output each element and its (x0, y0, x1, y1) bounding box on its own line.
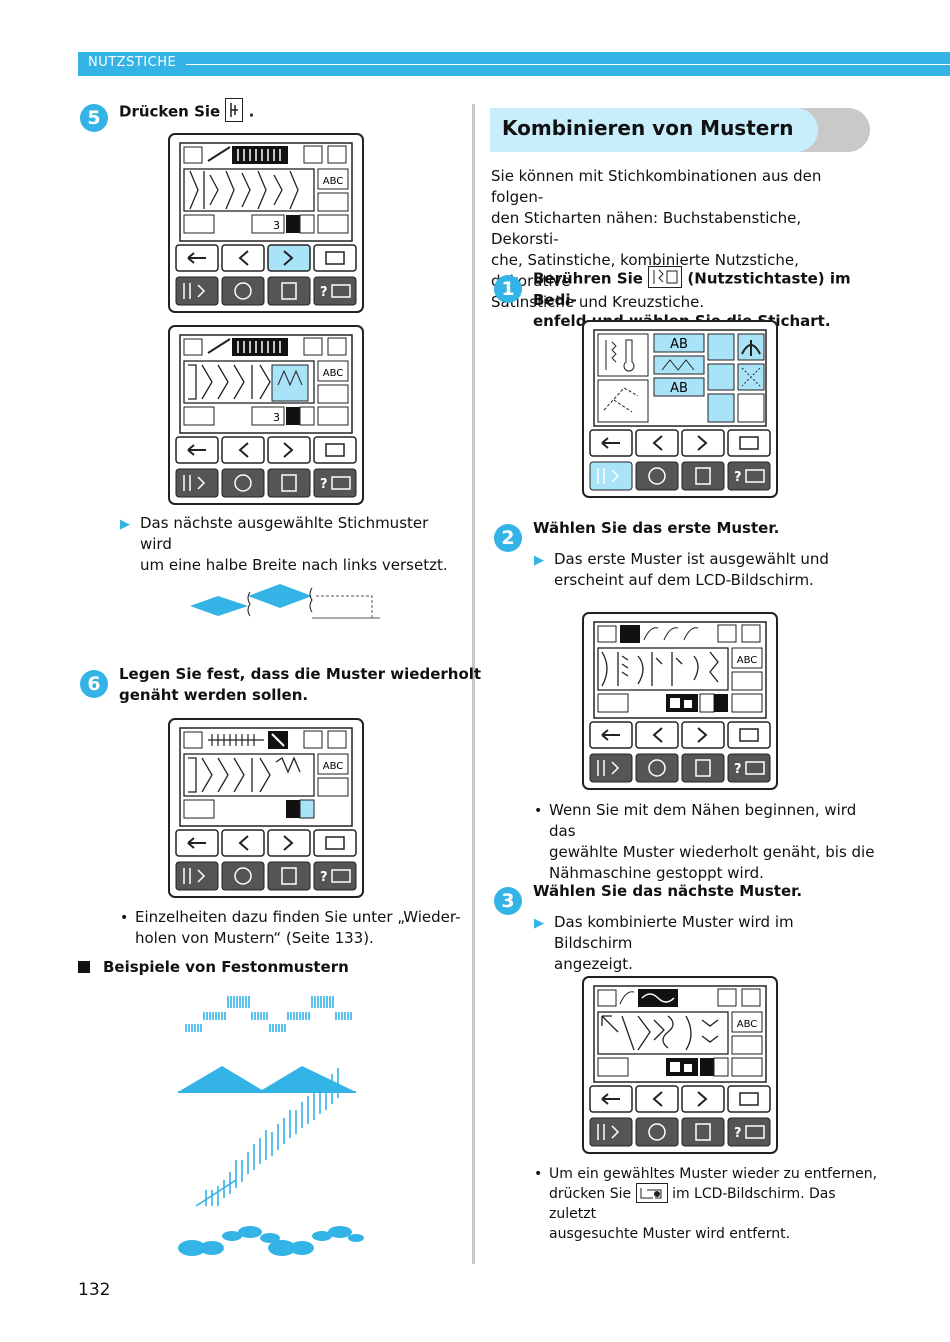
step-1-number: 1 (494, 275, 522, 303)
examples-heading: Beispiele von Festonmustern (103, 958, 349, 976)
step-2-note: Wenn Sie mit dem Nähen beginnen, wird da… (549, 801, 875, 882)
svg-text:?: ? (320, 870, 328, 885)
result-arrow-icon: ▶ (534, 553, 544, 568)
step-5-number: 5 (80, 104, 108, 132)
step-6-number: 6 (80, 670, 108, 698)
svg-text:ABC: ABC (737, 1019, 758, 1030)
title-tab (490, 108, 818, 152)
svg-text:ABC: ABC (737, 655, 758, 666)
delete-pattern-icon (635, 1183, 668, 1203)
result-arrow-icon: ▶ (120, 517, 130, 532)
svg-text:?: ? (734, 1126, 742, 1141)
svg-text:3: 3 (273, 411, 280, 424)
heading-square-icon (78, 961, 90, 973)
svg-text:?: ? (320, 285, 328, 300)
bullet-dot: • (120, 910, 129, 926)
svg-text:?: ? (734, 762, 742, 777)
step-3-instruction: Wählen Sie das nächste Muster. (533, 882, 803, 900)
lcd-abc-text: ABC (323, 176, 344, 187)
lcd-panel-step6: ABC ? (168, 718, 364, 902)
step-5-instruction: Drücken Sie . (119, 98, 254, 124)
festoon-examples-diagram (176, 994, 366, 1264)
lcd-panel-combined-pattern: ABC ? (582, 976, 778, 1158)
header-rule (186, 64, 950, 65)
bullet-dot: • (534, 1166, 543, 1182)
lcd-panel-first-pattern: ABC ? (582, 612, 778, 794)
shifted-stitch-diagram (188, 578, 388, 626)
svg-text:ABC: ABC (323, 368, 344, 379)
intro-paragraph: Sie können mit Stichkombinationen aus de… (491, 167, 822, 311)
utility-stitch-key-icon (648, 266, 683, 288)
step-3-note: Um ein gewähltes Muster wieder zu entfer… (549, 1166, 878, 1242)
svg-text:ABC: ABC (323, 761, 344, 772)
lcd-panel-step5-before: ABC 3 ? (168, 133, 364, 317)
step-2-number: 2 (494, 524, 522, 552)
step-3-number: 3 (494, 887, 522, 915)
svg-text:3: 3 (273, 219, 280, 232)
result-arrow-icon: ▶ (534, 916, 544, 931)
svg-text:?: ? (320, 477, 328, 492)
bullet-dot: • (534, 803, 543, 819)
lcd-panel-step5-after: ABC 3 ? (168, 325, 364, 509)
step-6-instruction: Legen Sie fest, dass die Muster wiederho… (119, 665, 482, 704)
step-3-result: Das kombinierte Muster wird im Bildschir… (554, 913, 794, 973)
lcd-panel-stitch-type: AB AB ? (582, 320, 778, 502)
svg-text:AB: AB (670, 381, 688, 396)
step-5-result: Das nächste ausgewählte Stichmuster wird… (140, 514, 448, 574)
svg-text:AB: AB (670, 337, 688, 352)
step-6-note: Einzelheiten dazu finden Sie unter „Wied… (135, 908, 461, 947)
step-2-instruction: Wählen Sie das erste Muster. (533, 519, 780, 537)
shift-half-width-icon (225, 98, 244, 122)
svg-text:?: ? (734, 470, 742, 485)
page-number: 132 (78, 1280, 111, 1300)
section-heading: Kombinieren von Mustern (502, 116, 794, 140)
section-title: NUTZSTICHE (88, 55, 177, 70)
step-2-result: Das erste Muster ist ausgewählt und ersc… (554, 550, 829, 589)
column-divider (472, 104, 475, 1264)
